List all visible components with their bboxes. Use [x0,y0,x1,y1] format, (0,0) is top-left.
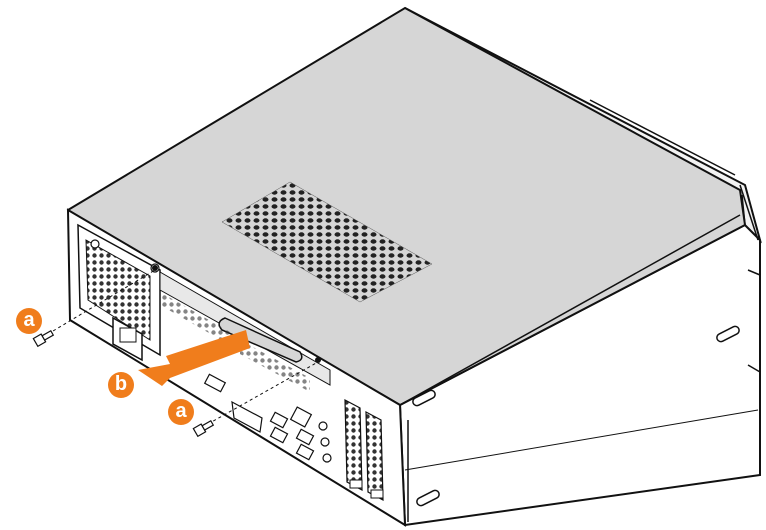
rear-panel [66,208,407,527]
callout-a-left-label: a [23,309,35,331]
slide-arrow [138,330,250,386]
cover-handle [218,317,303,363]
callout-a-right-label: a [175,400,187,422]
vga-port [231,400,263,433]
usb-port-2 [269,426,289,444]
audio-jack-1 [318,421,328,431]
top-cover [66,6,747,407]
callout-a-left: a [16,308,42,334]
psu-fan-grille [85,239,151,341]
expansion-slot-2 [365,410,384,502]
screw-right [192,361,319,438]
hdmi-port [203,373,227,393]
callout-a-right: a [168,399,194,425]
expansion-slot-1 [344,398,363,492]
usb-port-4 [295,443,315,461]
callout-b: b [108,372,134,398]
audio-jack-2 [320,437,330,447]
usb-port-1 [269,411,289,429]
usb-port-3 [295,428,315,446]
audio-jack-3 [322,453,332,463]
callout-b-label: b [115,373,127,395]
foot-mid-right [716,325,740,343]
ethernet-port [289,406,313,428]
screw-left [32,269,156,348]
foot-bottom [416,489,440,507]
